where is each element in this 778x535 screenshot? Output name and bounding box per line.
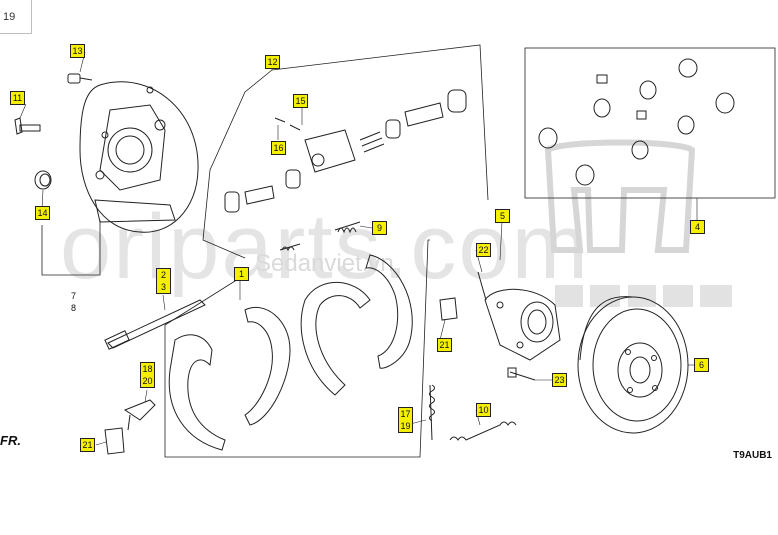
callout-2[interactable]: 2 [160,270,166,280]
callout-1[interactable]: 1 [234,267,249,281]
spring-9 [279,221,361,252]
group-4-parts [538,58,735,186]
callout-18-20: 18 20 [140,362,155,388]
brake-shoe-inner [244,306,291,426]
backing-plate [79,81,199,233]
callout-18[interactable]: 18 [142,364,153,374]
callout-3[interactable]: 3 [160,282,166,292]
group-brackets [41,44,776,458]
clip-21-right [439,297,458,321]
adjuster-2-3 [104,299,206,350]
watermark-site: Sedanviet.vn [255,250,394,277]
page-number: 19 [3,11,16,23]
callout-20[interactable]: 20 [142,376,153,386]
callout-8[interactable]: 8 [70,303,76,313]
spring-10 [449,421,517,441]
callout-2-3: 2 3 [156,268,171,294]
callout-23[interactable]: 23 [552,373,567,387]
callout-14[interactable]: 14 [35,206,50,220]
brake-shoe-front [168,334,226,451]
callout-12[interactable]: 12 [265,55,280,69]
bolt-23 [507,367,536,381]
callout-21-right[interactable]: 21 [437,338,452,352]
callout-4[interactable]: 4 [690,220,705,234]
cap-14 [34,170,52,190]
callout-15[interactable]: 15 [293,94,308,108]
callout-7[interactable]: 7 [70,291,76,301]
callout-13[interactable]: 13 [70,44,85,58]
brake-shoe-rear-inner [365,254,413,369]
honda-wordmark-watermark [555,285,732,307]
clip-21-left [104,427,125,455]
spring-17 [429,384,435,441]
bolt-11 [14,117,41,135]
wheel-cylinder-group [224,89,467,213]
callout-21-left[interactable]: 21 [80,438,95,452]
hub-5 [477,271,561,361]
honda-logo-watermark [544,139,696,253]
brake-shoe-rear [300,281,371,396]
page-number-box: 19 [0,0,32,34]
callout-11[interactable]: 11 [10,91,25,105]
front-direction-label: FR. [0,433,21,448]
callout-9[interactable]: 9 [372,221,387,235]
callout-5[interactable]: 5 [495,209,510,223]
callout-6[interactable]: 6 [694,358,709,372]
callout-19[interactable]: 19 [400,421,411,431]
callout-10[interactable]: 10 [476,403,491,417]
callout-17[interactable]: 17 [400,409,411,419]
callout-16[interactable]: 16 [271,141,286,155]
diagram-code: T9AUB1 [733,450,772,461]
lever-18-20 [123,399,156,431]
callout-7-8: 7 8 [66,290,81,316]
callout-22[interactable]: 22 [476,243,491,257]
bolt-13 [67,73,93,84]
callout-17-19: 17 19 [398,407,413,433]
brake-drum-6 [577,296,689,434]
